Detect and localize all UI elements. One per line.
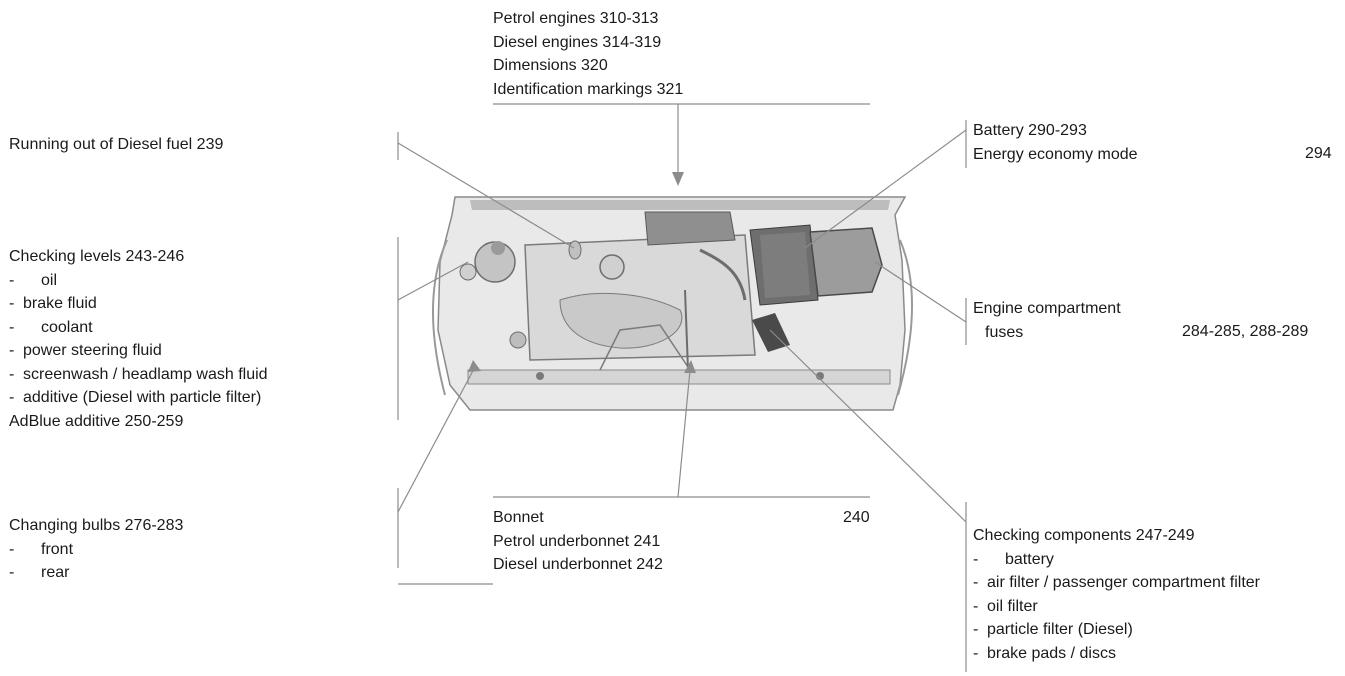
energy-economy-label: Energy economy mode <box>973 145 1138 163</box>
list-item: -oil filter <box>973 597 1038 615</box>
battery-label: Battery 290-293 <box>973 122 1087 139</box>
list-item: -brake fluid <box>9 295 97 312</box>
leader-lines <box>397 103 967 672</box>
engine-bay-illustration <box>432 196 913 411</box>
bonnet-group: Bonnet Petrol underbonnet 241 Diesel und… <box>493 506 663 577</box>
bonnet-label: Bonnet <box>493 509 544 526</box>
checking-levels-title: Checking levels 243-246 <box>9 248 185 265</box>
checking-components-title: Checking components 247-249 <box>973 527 1195 544</box>
bonnet-page: 240 <box>843 509 870 526</box>
engine-references: Petrol engines 310-313 Diesel engines 31… <box>493 7 683 101</box>
list-item: -oil <box>9 271 58 289</box>
petrol-engines-label: Petrol engines 310-313 <box>493 10 659 27</box>
adblue-label: AdBlue additive 250-259 <box>9 412 184 430</box>
list-item: -front <box>9 540 74 558</box>
fuses-pages: 284-285, 288-289 <box>1182 323 1309 340</box>
fuses-group: Engine compartment fuses <box>973 297 1121 344</box>
running-out-of-fuel-label: Running out of Diesel fuel 239 <box>9 136 224 153</box>
battery-group: Battery 290-293 Energy economy mode <box>973 119 1138 166</box>
changing-bulbs-group: Changing bulbs 276-283 -front -rear <box>9 514 183 585</box>
identification-markings-label: Identification markings 321 <box>493 80 684 98</box>
list-item: -brake pads / discs <box>973 644 1116 662</box>
list-item: -rear <box>9 564 70 581</box>
list-item: -additive (Diesel with particle filter) <box>9 389 262 406</box>
list-item: -air filter / passenger compartment filt… <box>973 574 1260 591</box>
dimensions-label: Dimensions 320 <box>493 57 608 74</box>
engine-compartment-label: Engine compartment <box>973 300 1121 317</box>
checking-levels-group: Checking levels 243-246 -oil -brake flui… <box>9 245 268 433</box>
list-item: -particle filter (Diesel) <box>973 621 1133 638</box>
list-item: -coolant <box>9 318 93 336</box>
checking-components-group: Checking components 247-249 -battery -ai… <box>973 524 1260 665</box>
diesel-underbonnet-label: Diesel underbonnet 242 <box>493 556 663 573</box>
list-item: -screenwash / headlamp wash fluid <box>9 365 268 383</box>
energy-economy-page: 294 <box>1305 145 1332 162</box>
list-item: -battery <box>973 550 1054 568</box>
list-item: -power steering fluid <box>9 342 162 359</box>
changing-bulbs-title: Changing bulbs 276-283 <box>9 517 184 534</box>
petrol-underbonnet-label: Petrol underbonnet 241 <box>493 532 661 550</box>
arrowheads <box>468 172 696 373</box>
diesel-engines-label: Diesel engines 314-319 <box>493 33 662 51</box>
fuses-label: fuses <box>985 323 1024 341</box>
